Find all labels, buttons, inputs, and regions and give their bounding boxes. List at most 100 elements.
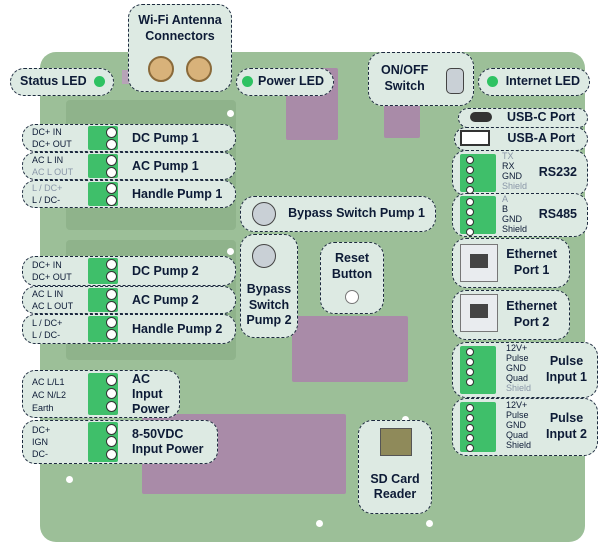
terminal-screw: [106, 401, 117, 412]
terminal-screw: [466, 228, 474, 236]
mount-hole: [402, 416, 409, 423]
terminal-screw: [106, 449, 117, 460]
module-center: [292, 316, 408, 382]
ac-pump-1-row: [22, 152, 236, 180]
handle-pump-2-title: Handle Pump 2: [132, 322, 223, 336]
terminal-screw: [106, 424, 117, 435]
pulse1-pin-3: GND: [506, 363, 526, 373]
dc-input-pin-2: IGN: [32, 437, 49, 447]
antenna-connector-2: [186, 56, 212, 82]
terminal-screw: [466, 166, 474, 174]
usb-a-port-icon[interactable]: [460, 130, 490, 146]
terminal-screw: [106, 329, 117, 340]
mount-hole: [426, 520, 433, 527]
handle-pump-1-title: Handle Pump 1: [132, 187, 223, 201]
terminal-screw: [106, 139, 117, 150]
bypass-switch-1-icon[interactable]: [252, 202, 276, 226]
ac-pump-1-title: AC Pump 1: [132, 159, 199, 173]
bypass-switch-2-icon[interactable]: [252, 244, 276, 268]
handle-pump-1-pin-1: L / DC+: [32, 183, 63, 193]
terminal-screw: [466, 186, 474, 194]
rs485-pin-3: GND: [502, 214, 522, 224]
terminal-screw: [106, 317, 117, 328]
reset-button[interactable]: [345, 290, 359, 304]
toggle-switch-icon[interactable]: [446, 68, 464, 94]
terminal-screw: [466, 424, 474, 432]
ac-pump-2-pin-2: AC L OUT: [32, 301, 74, 311]
chip-right: [384, 104, 420, 138]
handle-pump-2-pin-1: L / DC+: [32, 318, 63, 328]
dc-pump-1-pin-1: DC+ IN: [32, 127, 62, 137]
rs232-pin-2: RX: [502, 161, 515, 171]
dc-pump-1-pin-2: DC+ OUT: [32, 139, 72, 149]
pulse2-pin-3: GND: [506, 420, 526, 430]
ethernet-jack-1: [470, 254, 488, 268]
terminal-screw: [106, 301, 117, 312]
terminal-screw: [466, 358, 474, 366]
handle-pump-2-pin-2: L / DC-: [32, 330, 61, 340]
ac-pump-1-pin-1: AC L IN: [32, 155, 64, 165]
dc-pump-1-row: [22, 124, 236, 152]
antenna-connector-1: [148, 56, 174, 82]
ac-input-power-title: AC Input Power: [132, 372, 170, 416]
connector-small: [122, 70, 132, 84]
handle-pump-2-row: [22, 314, 236, 344]
terminal-screw: [466, 198, 474, 206]
terminal-screw: [466, 218, 474, 226]
internet-led: [487, 76, 498, 87]
handle-pump-1-row: [22, 180, 236, 208]
terminal-screw: [106, 271, 117, 282]
mount-hole: [227, 110, 234, 117]
terminal-screw: [106, 155, 117, 166]
pulse1-pin-1: 12V+: [506, 343, 528, 353]
mount-hole: [227, 248, 234, 255]
terminal-screw: [466, 404, 474, 412]
wifi-antenna-label: Wi-Fi Antenna Connectors: [128, 4, 232, 92]
rs232-pin-3: GND: [502, 171, 522, 181]
power-led: [242, 76, 253, 87]
ac-pump-2-title: AC Pump 2: [132, 293, 199, 307]
dc-pump-1-title: DC Pump 1: [132, 131, 199, 145]
ac-input-pin-2: AC N/L2: [32, 390, 67, 400]
dc-input-pin-3: DC-: [32, 449, 48, 459]
terminal-screw: [466, 348, 474, 356]
terminal-screw: [106, 127, 117, 138]
terminal-screw: [466, 434, 474, 442]
terminal-screw: [106, 183, 117, 194]
sd-card-slot: [380, 428, 412, 456]
terminal-screw: [466, 208, 474, 216]
terminal-screw: [466, 156, 474, 164]
ac-pump-1-pin-2: AC L OUT: [32, 167, 74, 177]
dc-input-power-row: [22, 420, 218, 464]
pulse2-pin-5: Shield: [506, 440, 532, 450]
rs232-pin-4: Shield: [502, 181, 528, 191]
terminal-screw: [106, 436, 117, 447]
dc-pump-2-pin-2: DC+ OUT: [32, 272, 72, 282]
pulse2-pin-4: Quad: [506, 430, 529, 440]
dc-pump-2-row: [22, 256, 236, 286]
terminal-screw: [106, 259, 117, 270]
terminal-screw: [466, 378, 474, 386]
usb-c-port-icon[interactable]: [470, 112, 492, 122]
terminal-screw: [466, 368, 474, 376]
terminal-screw: [106, 195, 117, 206]
mount-hole: [66, 476, 73, 483]
dc-pump-2-title: DC Pump 2: [132, 264, 199, 278]
ac-pump-2-row: [22, 286, 236, 314]
terminal-screw: [466, 176, 474, 184]
dc-pump-2-pin-1: DC+ IN: [32, 260, 62, 270]
terminal-screw: [106, 375, 117, 386]
ac-input-pin-3: Earth: [32, 403, 54, 413]
rs485-pin-2: B: [502, 204, 509, 214]
mount-hole: [316, 520, 323, 527]
status-led: [94, 76, 105, 87]
terminal-screw: [106, 167, 117, 178]
ac-input-pin-1: AC L/L1: [32, 377, 65, 387]
ac-pump-2-pin-1: AC L IN: [32, 289, 64, 299]
rs485-pin-1: A: [502, 194, 509, 204]
terminal-screw: [466, 444, 474, 452]
handle-pump-1-pin-2: L / DC-: [32, 195, 61, 205]
ethernet-jack-2: [470, 304, 488, 318]
dc-input-power-title: 8-50VDC Input Power: [132, 427, 204, 456]
pulse1-pin-5: Shield: [506, 383, 532, 393]
